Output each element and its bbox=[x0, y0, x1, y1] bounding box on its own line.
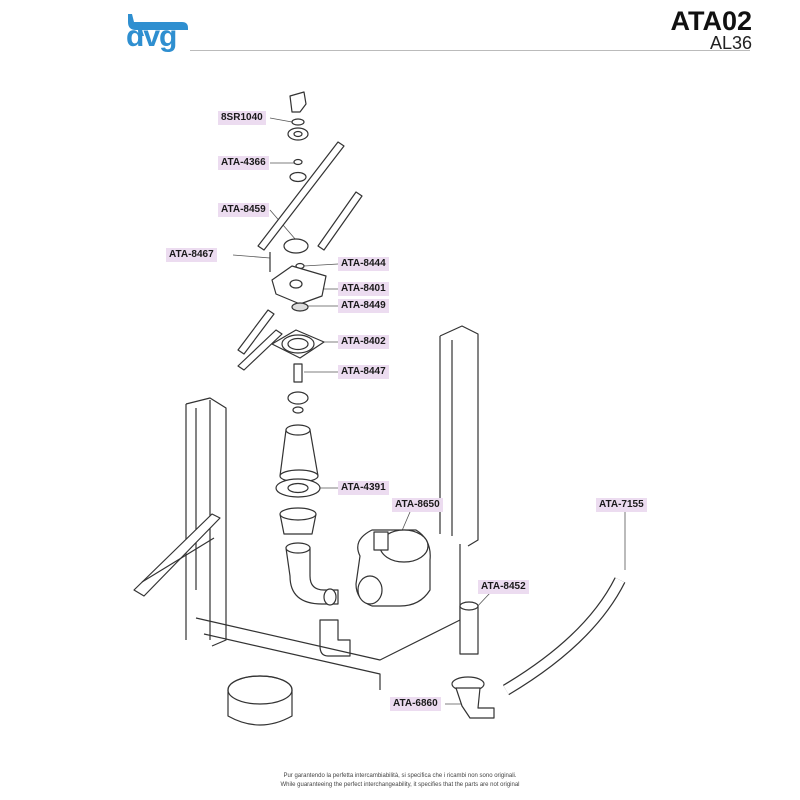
part-label-ata-7155: ATA-7155 bbox=[596, 498, 647, 512]
part-label-ata-4391: ATA-4391 bbox=[338, 481, 389, 495]
part-label-ata-8467: ATA-8467 bbox=[166, 248, 217, 262]
part-label-ata-8401: ATA-8401 bbox=[338, 282, 389, 296]
part-label-ata-8402: ATA-8402 bbox=[338, 335, 389, 349]
header-divider bbox=[190, 50, 750, 51]
part-label-ata-8447: ATA-8447 bbox=[338, 365, 389, 379]
part-label-ata-4366: ATA-4366 bbox=[218, 156, 269, 170]
dvg-logo-icon bbox=[128, 14, 188, 36]
part-label-ata-8650: ATA-8650 bbox=[392, 498, 443, 512]
footer-disclaimer-it: Pur garantendo la perfetta intercambiabi… bbox=[283, 773, 517, 779]
part-label-ata-8449: ATA-8449 bbox=[338, 299, 389, 313]
footer-disclaimer-en: While guaranteeing the perfect interchan… bbox=[280, 782, 520, 788]
brand-logo-text: dvg bbox=[126, 20, 177, 53]
part-label-ata-8444: ATA-8444 bbox=[338, 257, 389, 271]
part-label-ata-8452: ATA-8452 bbox=[478, 580, 529, 594]
part-label-ata-8459: ATA-8459 bbox=[218, 203, 269, 217]
document-subcode: AL36 bbox=[709, 33, 752, 53]
part-label-ata-6860: ATA-6860 bbox=[390, 697, 441, 711]
document-code: ATA02 bbox=[670, 6, 752, 36]
part-label-8sr1040: 8SR1040 bbox=[218, 111, 266, 125]
